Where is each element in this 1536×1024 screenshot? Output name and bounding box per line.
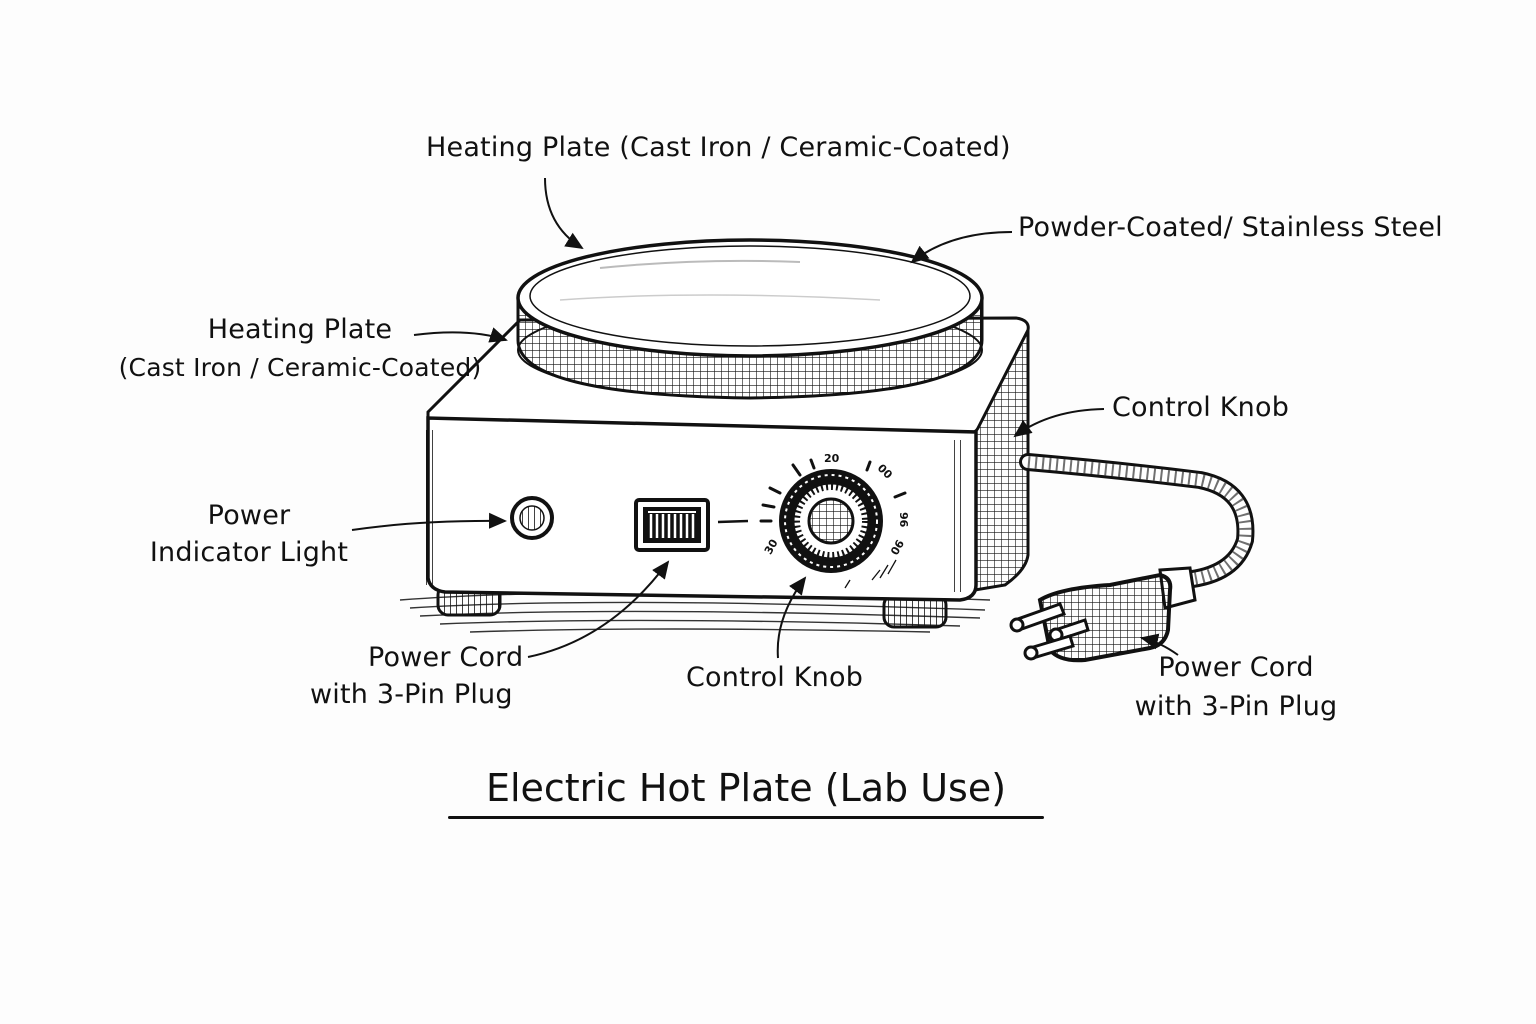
leader-body-material <box>910 231 1013 264</box>
leader-left-heating-plate <box>413 327 508 343</box>
leader-right-power-cord <box>1140 633 1179 656</box>
leader-lines <box>351 177 1179 659</box>
power-indicator-light <box>510 496 554 540</box>
diagram-title: Electric Hot Plate (Lab Use) <box>485 766 1007 810</box>
title-underline <box>448 816 1044 819</box>
label-bottom-power-cord-line1: Power Cord <box>368 642 524 673</box>
heating-plate <box>516 238 984 400</box>
label-right-power-cord-line2: with 3-Pin Plug <box>1134 691 1338 722</box>
leader-power-indicator <box>351 512 507 531</box>
label-bottom-control-knob: Control Knob <box>686 662 864 693</box>
leader-right-control-knob <box>1013 408 1105 438</box>
label-left-heating-plate-line1: Heating Plate <box>207 314 393 345</box>
label-right-power-cord-line1: Power Cord <box>1158 652 1314 683</box>
dial-number-20: 20 <box>824 452 840 465</box>
label-bottom-power-cord-line2: with 3-Pin Plug <box>310 679 513 710</box>
leader-top-heating-plate <box>544 177 584 250</box>
three-pin-plug <box>1009 566 1197 663</box>
label-power-indicator-line2: Indicator Light <box>149 537 349 568</box>
body-side <box>973 327 1030 592</box>
label-right-control-knob: Control Knob <box>1112 392 1290 423</box>
power-switch <box>634 498 749 552</box>
leader-bottom-control-knob <box>776 576 807 659</box>
power-cord <box>1019 453 1255 589</box>
control-knob: 20 00 96 90 30 <box>759 452 910 589</box>
label-power-indicator-line1: Power <box>207 500 291 531</box>
dial-number-96: 96 <box>897 512 910 528</box>
label-top-heating-plate: Heating Plate (Cast Iron / Ceramic-Coate… <box>426 132 1011 163</box>
label-body-material: Powder-Coated/ Stainless Steel <box>1018 212 1443 243</box>
label-left-heating-plate-line2: (Cast Iron / Ceramic-Coated) <box>118 353 482 382</box>
leader-bottom-power-cord <box>527 560 670 658</box>
